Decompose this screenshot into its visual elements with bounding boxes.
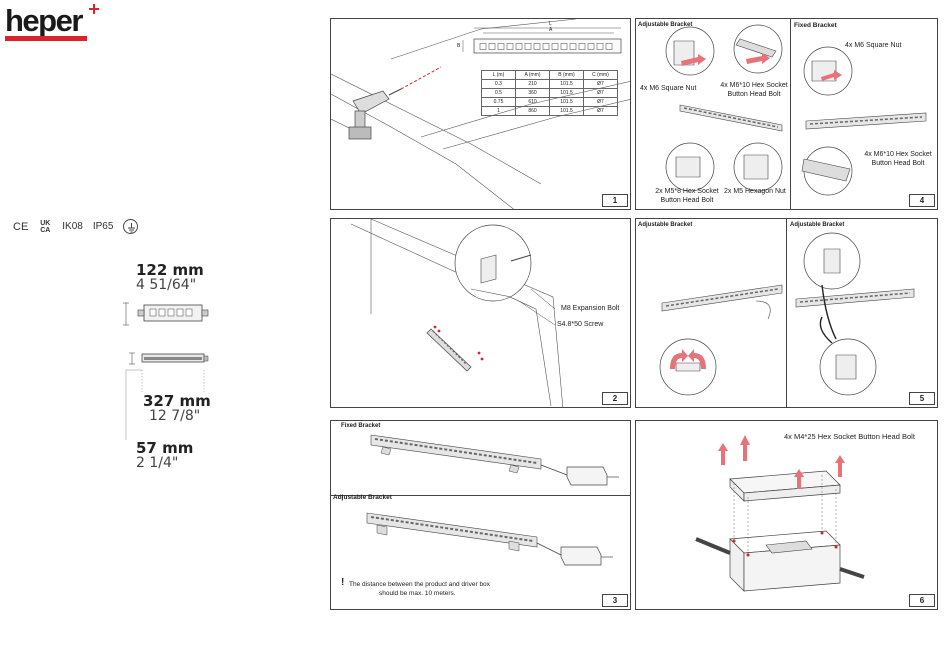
length-inch: 4 51/64" [136,277,197,293]
table-cell: 610 [515,97,550,107]
table-cell: 101.5 [549,79,584,89]
table-header: A (mm) [515,70,550,80]
drill-icon [348,88,402,140]
fixture-front-drawing [479,43,613,50]
step-number: 3 [602,594,628,607]
adjustable-m5-bolt-label-1: 2x M5*8 Hex Socket [655,188,719,195]
screw-label: S4.8*50 Screw [557,321,604,328]
table-cell: 0.5 [481,88,516,98]
adjustable-bracket-title-right: Adjustable Bracket [790,222,845,228]
brand-name: heper [5,3,83,38]
panel-divider [786,219,787,407]
table-cell: 0.3 [481,79,516,89]
table-header: L (m) [481,70,516,80]
adjustable-bracket-title: Adjustable Bracket [638,22,693,28]
step-number: 1 [602,194,628,207]
adjustable-bolt-label-1: 4x M6*10 Hex Socket [720,82,788,89]
height-dimension: 57 mm 2 1/4" [136,440,193,471]
plus-icon [89,4,99,14]
step-5-panel: Adjustable Bracket Adjustable Bracket 5 [635,218,938,408]
table-cell: Ø7 [583,106,618,116]
dim-l-label: L [549,21,552,27]
fixed-bracket-title: Fixed Bracket [794,22,837,29]
adjustable-bolt-label-2: Button Head Bolt [727,91,781,98]
table-cell: 101.5 [549,106,584,116]
fixed-bolt-label-1: 4x M6*10 Hex Socket [864,151,932,158]
length-mm: 122 mm [136,261,204,279]
step-3-panel: Fixed Bracket Adjustable Bracket ! The d… [330,420,631,610]
step-number: 2 [602,392,628,405]
step-number: 6 [909,594,935,607]
front-view-drawing [123,302,209,326]
side-view-drawing [125,352,209,440]
adjustable-bracket-title: Adjustable Bracket [333,494,392,501]
bracket-rotation-illustration [659,232,915,396]
step-2-panel: M8 Expansion Bolt S4.8*50 Screw 2 [330,218,631,408]
table-cell: 860 [515,106,550,116]
driver-connection-illustration [366,434,619,566]
table-cell: 101.5 [549,97,584,107]
table-header-row: L (m) A (mm) B (mm) C (mm) [481,70,618,80]
table-cell: 0.75 [481,97,516,107]
table-cell: Ø7 [583,97,618,107]
width-inch: 12 7/8" [149,408,201,424]
expansion-bolt-label: M8 Expansion Bolt [561,305,620,312]
table-header: B (mm) [549,70,584,80]
ce-mark: CE [13,220,29,233]
table-cell: Ø7 [583,79,618,89]
m4-bolt-callout: 4x M4*25 Hex Socket Button Head Bolt [784,432,915,441]
height-mm: 57 mm [136,439,194,457]
table-header: C (mm) [583,70,618,80]
table-cell: 210 [515,79,550,89]
table-row: 0.5 360 101.5 Ø7 [481,88,618,98]
table-cell: 101.5 [549,88,584,98]
width-dimension: 327 mm 12 7/8" [143,393,211,424]
dim-a-label: A [549,27,553,33]
length-dimension: 122 mm 4 51/64" [136,262,204,293]
table-row: 1 860 101.5 Ø7 [481,106,618,116]
driver-box-assembly-illustration [695,435,865,592]
table-row: 0.3 210 101.5 Ø7 [481,79,618,89]
distance-note-line-1: The distance between the product and dri… [349,581,490,588]
table-row: 0.75 610 101.5 Ø7 [481,97,618,107]
adjustable-m5-nut-label: 2x M5 Hexagon Nut [724,188,786,195]
brand-logo: heper [5,3,100,42]
ground-icon [123,219,139,234]
height-inch: 2 1/4" [136,455,179,471]
fixed-bracket-title: Fixed Bracket [341,423,381,429]
width-mm: 327 mm [143,392,211,410]
bracket-parts-illustration [665,24,927,196]
fixed-bolt-label-2: Button Head Bolt [871,160,925,167]
distance-note-line-2: should be max. 10 meters. [379,590,456,597]
dimension-table: L (m) A (mm) B (mm) C (mm) 0.3 210 101.5… [481,70,618,116]
table-cell: 360 [515,88,550,98]
step-number: 5 [909,392,935,405]
warning-icon: ! [341,577,345,588]
ik-rating: IK08 [62,221,83,232]
step-6-panel: 4x M4*25 Hex Socket Button Head Bolt 6 [635,420,938,610]
table-cell: 1 [481,106,516,116]
panel-divider [331,495,630,496]
table-cell: Ø7 [583,88,618,98]
adjustable-m5-bolt-label-2: Button Head Bolt [660,197,714,204]
panel-divider [790,19,791,209]
step-number: 4 [909,194,935,207]
dim-b-label: B [457,43,461,49]
adjustable-bracket-title-left: Adjustable Bracket [638,222,693,228]
fixed-nut-label: 4x M6 Square Nut [845,42,902,49]
step-4-panel: Adjustable Bracket Fixed Bracket 4x M6 S… [635,18,938,210]
brand-underline [5,36,87,41]
adjustable-nut-label: 4x M6 Square Nut [640,85,697,92]
wall-mounting-illustration [350,219,564,407]
ip-rating: IP65 [92,221,114,232]
